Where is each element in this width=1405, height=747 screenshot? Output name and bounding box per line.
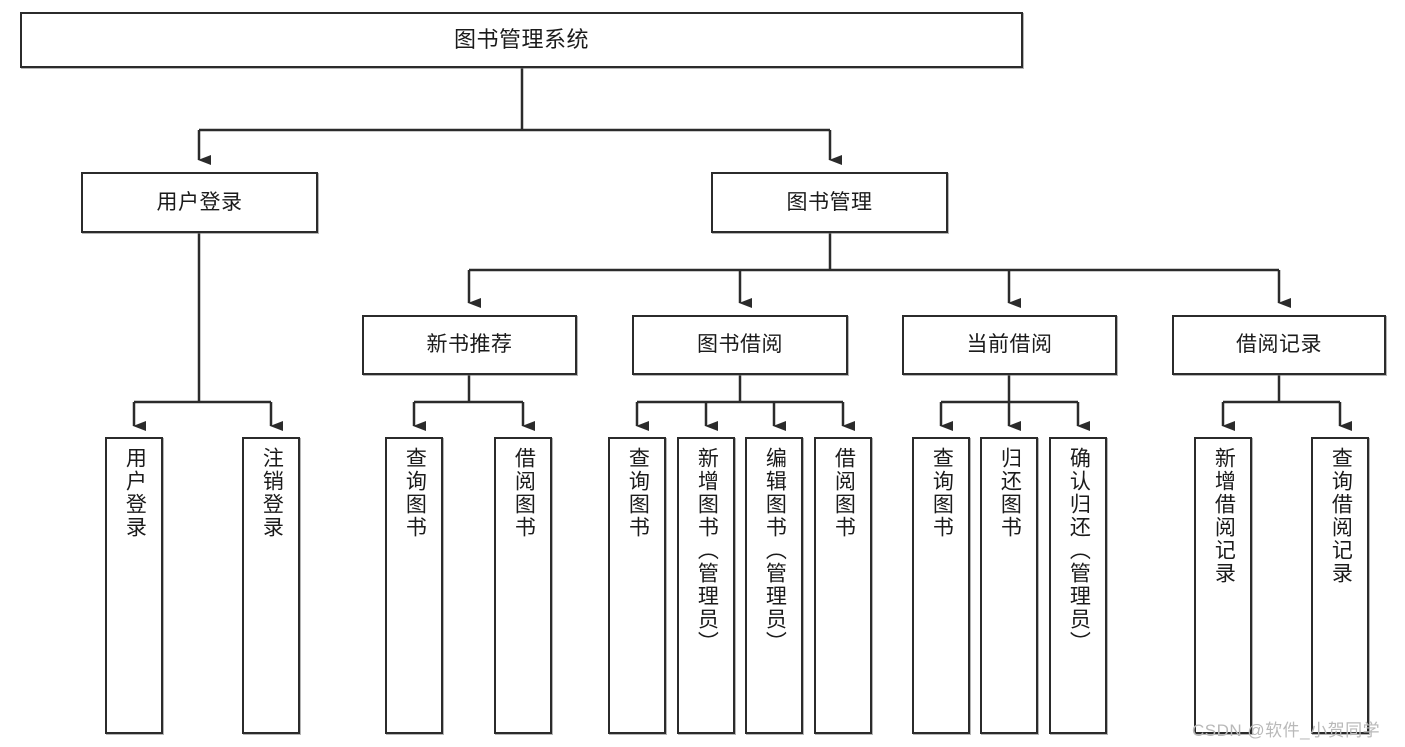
node-leaf-add-book-admin[interactable]: 新增图书（管理员） [677, 437, 735, 734]
node-label: 归还图书 [998, 447, 1022, 539]
node-label: 查询图书 [930, 447, 954, 539]
node-label: 确认归还（管理员） [1067, 447, 1091, 654]
node-label: 查询借阅记录 [1329, 447, 1353, 585]
node-book-borrow[interactable]: 图书借阅 [632, 315, 848, 375]
node-leaf-query-book-current[interactable]: 查询图书 [912, 437, 970, 734]
node-label: 查询图书 [403, 447, 427, 539]
node-leaf-add-borrow-record[interactable]: 新增借阅记录 [1194, 437, 1252, 734]
node-root-system[interactable]: 图书管理系统 [20, 12, 1023, 68]
node-leaf-confirm-return-admin[interactable]: 确认归还（管理员） [1049, 437, 1107, 734]
node-label: 用户登录 [123, 447, 147, 539]
node-current-borrow[interactable]: 当前借阅 [902, 315, 1117, 375]
node-label: 查询图书 [626, 447, 650, 539]
node-label: 借阅记录 [1236, 333, 1322, 357]
node-leaf-borrow-book[interactable]: 借阅图书 [814, 437, 872, 734]
node-label: 当前借阅 [966, 333, 1053, 357]
node-leaf-borrow-book-recommend[interactable]: 借阅图书 [494, 437, 552, 734]
node-label: 借阅图书 [512, 447, 536, 539]
csdn-watermark: CSDN @软件_小贺同学 [1192, 721, 1381, 740]
node-leaf-edit-book-admin[interactable]: 编辑图书（管理员） [745, 437, 803, 734]
node-label: 图书管理 [786, 190, 873, 214]
node-label: 新增图书（管理员） [695, 447, 719, 654]
node-user-login[interactable]: 用户登录 [81, 172, 318, 233]
node-label: 借阅图书 [832, 447, 856, 539]
node-leaf-return-book[interactable]: 归还图书 [980, 437, 1038, 734]
node-label: 用户登录 [156, 190, 243, 214]
node-leaf-query-borrow-record[interactable]: 查询借阅记录 [1311, 437, 1369, 734]
node-new-book-recommend[interactable]: 新书推荐 [362, 315, 577, 375]
node-borrow-record[interactable]: 借阅记录 [1172, 315, 1386, 375]
node-label: 新书推荐 [426, 333, 513, 357]
node-leaf-query-book-recommend[interactable]: 查询图书 [385, 437, 443, 734]
node-label: 新增借阅记录 [1212, 447, 1236, 585]
node-leaf-query-book-borrow[interactable]: 查询图书 [608, 437, 666, 734]
node-leaf-logout[interactable]: 注销登录 [242, 437, 300, 734]
node-leaf-user-login[interactable]: 用户登录 [105, 437, 163, 734]
node-label: 注销登录 [260, 447, 284, 539]
node-book-management[interactable]: 图书管理 [711, 172, 948, 233]
node-label: 编辑图书（管理员） [763, 447, 787, 654]
node-label: 图书借阅 [697, 333, 783, 357]
node-label: 图书管理系统 [453, 26, 589, 52]
